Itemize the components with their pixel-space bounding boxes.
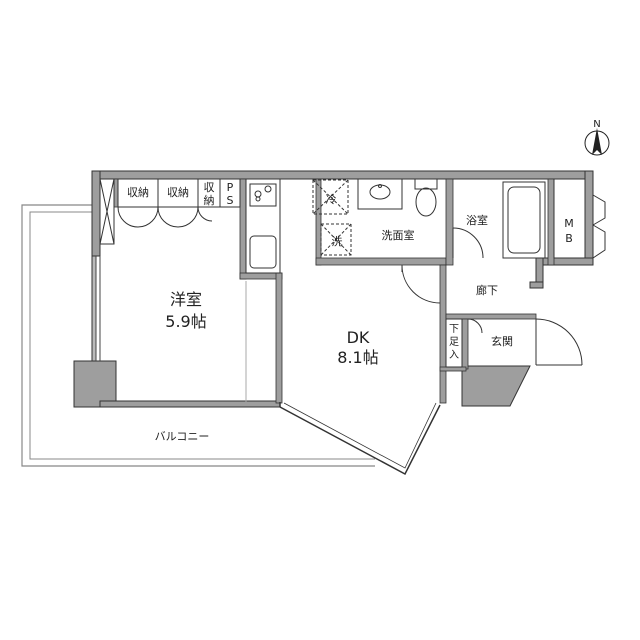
shoe-label-2: 足 <box>449 336 459 348</box>
closet-3-label-top: 収 <box>204 181 215 194</box>
outer-walls <box>73 170 594 408</box>
bathroom-fixtures <box>452 181 546 259</box>
western-room-name: 洋室 <box>170 290 202 309</box>
closet-1-label: 収納 <box>127 186 149 199</box>
entrance-name: 玄関 <box>491 334 513 348</box>
ps-label-top: P <box>227 181 234 194</box>
hallway-name: 廊下 <box>476 283 498 297</box>
shoe-label-3: 入 <box>449 350 459 361</box>
washroom-fixtures <box>357 178 438 217</box>
dk-size: 8.1帖 <box>337 348 378 367</box>
dk-angled-wall <box>279 402 441 476</box>
closets <box>99 178 241 245</box>
dk-name: DK <box>347 328 370 347</box>
western-room <box>95 256 101 361</box>
closet-2-label: 収納 <box>167 186 189 199</box>
doors <box>245 264 583 402</box>
western-room-size: 5.9帖 <box>165 312 206 331</box>
north-label: N <box>593 119 600 130</box>
appliance-spaces <box>312 179 352 256</box>
washroom-name: 洗面室 <box>382 228 415 242</box>
ps-label-bottom: S <box>227 194 234 207</box>
kitchen-counter <box>245 178 281 274</box>
mb-label-top: M <box>564 217 574 230</box>
shoe-label-1: 下 <box>449 324 459 335</box>
bathroom-name: 浴室 <box>466 213 488 227</box>
balcony <box>21 204 375 467</box>
mb-label-bottom: B <box>565 232 573 245</box>
washer-label: 洗 <box>332 235 343 248</box>
mb-closet <box>553 178 606 259</box>
balcony-name: バルコニー <box>155 430 210 443</box>
closet-3-label-bottom: 納 <box>204 194 215 207</box>
fridge-label: 冷 <box>326 193 337 206</box>
north-arrow-icon: N <box>584 119 610 156</box>
